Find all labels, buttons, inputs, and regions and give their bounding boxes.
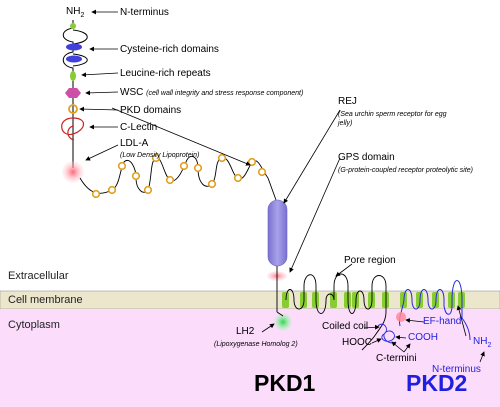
cysteine-loop-right-2	[72, 53, 88, 67]
leucine-repeat-icon	[70, 71, 76, 81]
leucine-label: Leucine-rich repeats	[120, 68, 211, 79]
rej-desc-1: (Sea urchin sperm receptor for egg jelly…	[338, 111, 447, 127]
wsc-desc: (cell wall integrity and stress response…	[146, 90, 304, 97]
ldl-a-label: LDL-A	[120, 138, 149, 149]
c-lectin-icon	[61, 117, 85, 141]
pkd-bead	[91, 189, 101, 199]
gps-desc: (G-protein-coupled receptor proteolytic …	[338, 167, 474, 174]
ef-hand-label: EF-hand	[423, 316, 462, 327]
nh2-top-label: NH2	[66, 6, 84, 22]
cytoplasm-area	[0, 309, 500, 407]
pkd-bead	[217, 153, 227, 163]
tm-helix	[344, 292, 351, 308]
tm-helix	[282, 292, 289, 308]
wsc-domain-icon	[65, 88, 81, 98]
pkd-domain-icon	[68, 104, 78, 114]
tm-helix	[368, 292, 375, 308]
cysteine-domain-icon	[66, 43, 82, 51]
gps-label: GPS domain	[338, 152, 395, 163]
n-terminus-pkd2-label: N-terminus	[432, 364, 481, 375]
pkd-bead	[107, 185, 117, 195]
lh2-domain	[274, 313, 292, 331]
nh2-bottom-main: NH	[473, 336, 488, 347]
cysteine-domain-icon-2	[66, 55, 82, 63]
pkd1-loops	[285, 273, 387, 314]
tm-helix	[352, 292, 359, 308]
pkd-domains-label: PKD domains	[120, 105, 182, 116]
coiled-coil-label: Coiled coil	[322, 321, 369, 332]
rej-label: REJ	[338, 96, 357, 107]
pkd1-title: PKD1	[254, 370, 316, 396]
cell-membrane-label: Cell membrane	[8, 294, 83, 306]
tm-helix	[330, 292, 337, 308]
cysteine-loop-right	[72, 29, 88, 45]
cysteine-label: Cysteine-rich domains	[120, 44, 219, 55]
pkd-domain-beads	[91, 153, 267, 199]
pkd2-loops	[403, 280, 471, 341]
pkd-bead	[151, 153, 161, 163]
wsc-name: WSC	[120, 87, 144, 98]
rej-connector	[267, 177, 277, 201]
ldl-a-desc: (Low Density Lipoprotein)	[120, 152, 200, 159]
tm-helix	[382, 292, 389, 308]
nh2-bottom-sub: 2	[487, 342, 492, 349]
pkd1-cterminal-tail	[361, 300, 387, 351]
rej-domain	[267, 199, 288, 267]
pkd-bead	[131, 171, 141, 181]
nh2-bottom-label: NH2	[473, 336, 491, 352]
nh2-top-sub: 2	[80, 12, 85, 19]
cooh-label: COOH	[408, 332, 438, 343]
c-termini-label: C-termini	[376, 353, 417, 364]
lh2-stalk	[276, 311, 284, 317]
pkd-bead	[207, 179, 217, 189]
pkd-bead	[165, 175, 175, 185]
pore-region-label: Pore region	[344, 255, 396, 266]
tm-helix	[312, 292, 319, 308]
pkd-bead	[257, 167, 267, 177]
pkd-bead	[247, 157, 257, 167]
pkd-bead	[179, 161, 189, 171]
extracellular-label: Extracellular	[8, 270, 69, 282]
callout-arrows	[79, 9, 485, 363]
pkd-bead	[117, 161, 127, 171]
hooc-label: HOOC	[342, 337, 372, 348]
ldl-a-icon	[62, 161, 84, 183]
lh2-label: LH2	[236, 326, 255, 337]
n-terminus-label: N-terminus	[120, 7, 169, 18]
wsc-label: WSC (cell wall integrity and stress resp…	[120, 87, 303, 99]
c-lectin-label: C-Lectin	[120, 122, 158, 133]
tm-helix	[300, 292, 307, 308]
pkd-bead	[143, 185, 153, 195]
transmembrane-helices	[282, 292, 465, 308]
lh2-desc: (Lipoxygenase Homolog 2)	[214, 341, 298, 348]
ef-hand-domain	[396, 312, 406, 322]
pkd2-title: PKD2	[406, 370, 468, 396]
n-terminus-marker	[70, 23, 76, 29]
cytoplasm-label: Cytoplasm	[8, 319, 60, 331]
coiled-coil-icon	[377, 323, 397, 344]
pkd-bead	[193, 163, 203, 173]
nh2-top-main: NH	[66, 6, 81, 17]
pkd-bead	[233, 173, 243, 183]
